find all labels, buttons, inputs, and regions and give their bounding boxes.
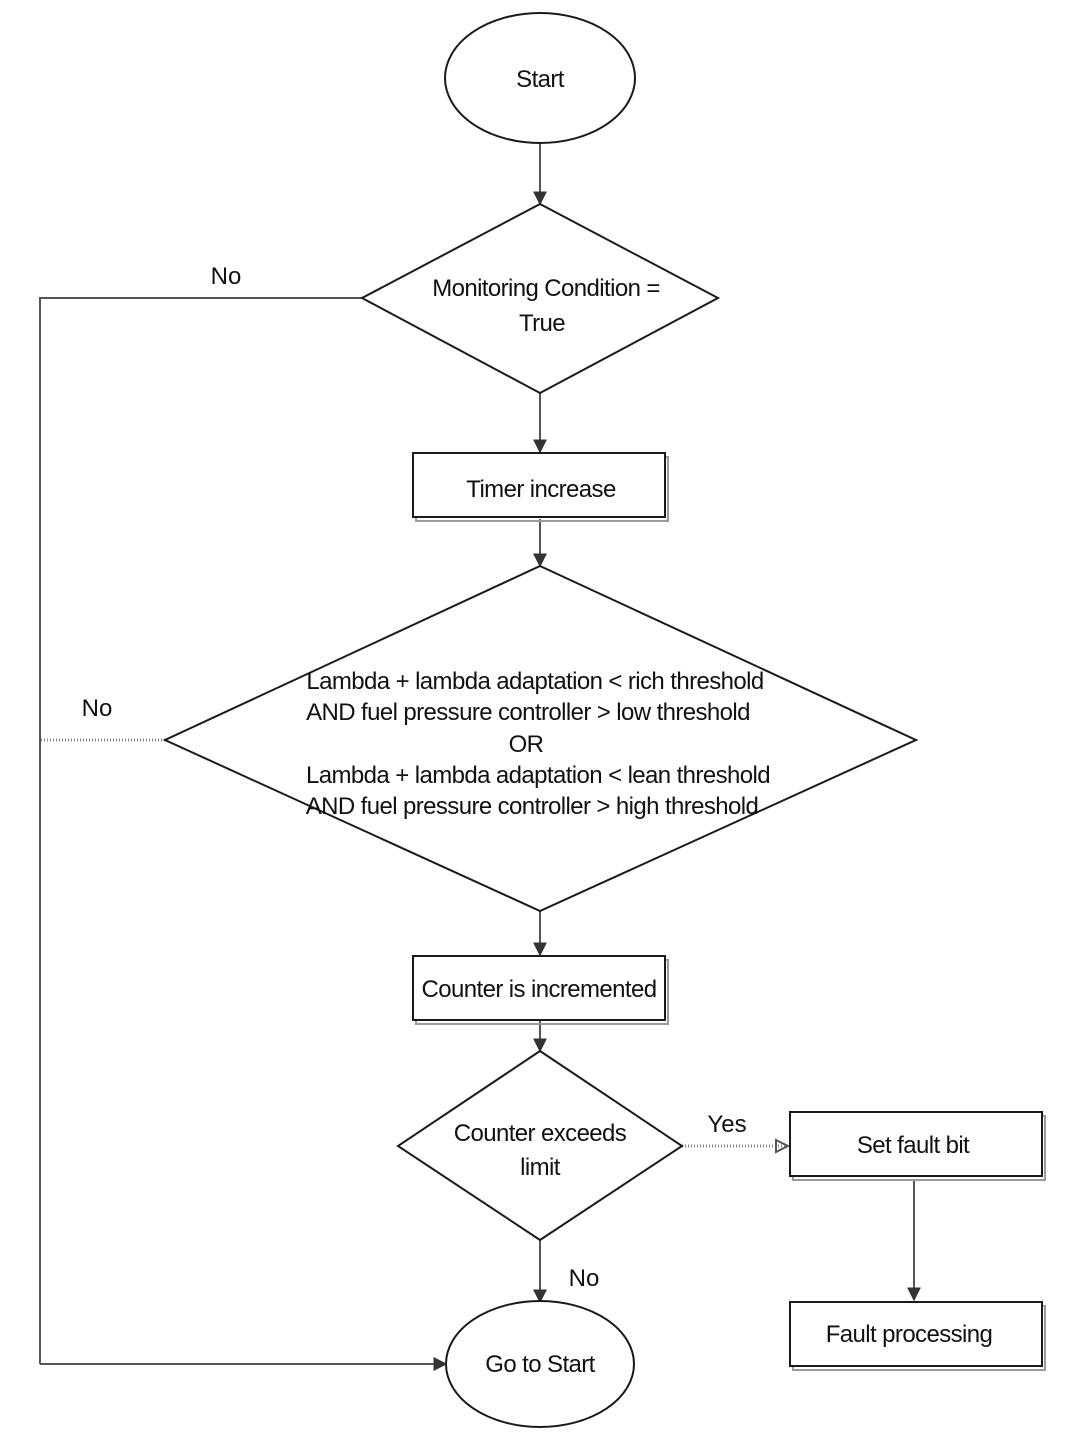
edge-label-lambda-no: No: [82, 695, 113, 722]
node-lambda-line-4: Lambda + lambda adaptation < lean thresh…: [306, 762, 770, 789]
node-lambda-line-3: OR: [509, 731, 544, 758]
node-set-fault-bit: Set fault bit: [789, 1111, 1046, 1181]
node-counter-exceeds: Counter exceeds limit: [396, 1049, 684, 1242]
edge-label-exceeds-yes: Yes: [707, 1111, 746, 1138]
node-go-to-start: Go to Start: [445, 1300, 635, 1428]
connectors: [39, 143, 921, 1371]
node-fault-processing: Fault processing: [789, 1301, 1046, 1371]
node-monitoring-condition: Monitoring Condition = True: [359, 202, 721, 395]
node-monitoring-line-1: Monitoring Condition =: [432, 275, 660, 302]
node-counter-label: Counter is incremented: [422, 976, 657, 1003]
node-exceeds-line-2: limit: [520, 1154, 561, 1181]
edge-label-exceeds-no: No: [569, 1265, 600, 1292]
node-fault-processing-label: Fault processing: [826, 1321, 993, 1348]
edge-monitoring-no-loop: [39, 297, 362, 1364]
node-timer-increase: Timer increase: [412, 452, 669, 522]
node-lambda-line-1: Lambda + lambda adaptation < rich thresh…: [306, 668, 763, 695]
node-timer-label: Timer increase: [466, 476, 616, 503]
node-counter-incremented: Counter is incremented: [412, 955, 669, 1025]
node-goto-label: Go to Start: [485, 1351, 595, 1378]
node-start-label: Start: [516, 66, 565, 93]
node-lambda-line-5: AND fuel pressure controller > high thre…: [306, 793, 759, 820]
edge-arrowhead-fault-bit: [775, 1138, 791, 1154]
node-start: Start: [444, 12, 636, 144]
node-lambda-line-2: AND fuel pressure controller > low thres…: [306, 699, 750, 726]
node-fault-bit-label: Set fault bit: [857, 1132, 970, 1159]
node-exceeds-line-1: Counter exceeds: [454, 1120, 627, 1147]
node-monitoring-line-2: True: [519, 310, 565, 337]
node-lambda-condition: Lambda + lambda adaptation < rich thresh…: [162, 564, 919, 913]
edge-label-monitoring-no: No: [211, 263, 242, 290]
